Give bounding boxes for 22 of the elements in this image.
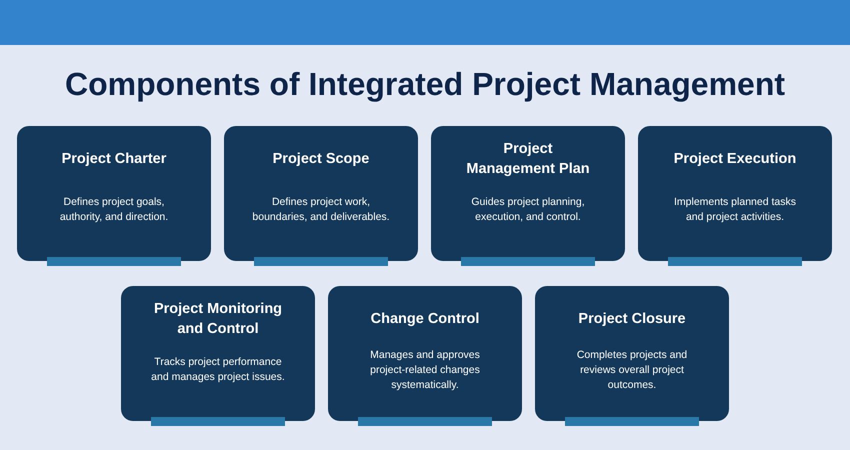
card-heading: Project Execution xyxy=(674,150,796,169)
component-card xyxy=(17,126,211,261)
card-description: Defines project work, boundaries, and deliverables. xyxy=(251,195,391,225)
card-description: Defines project goals, authority, and direction. xyxy=(58,195,170,225)
component-card xyxy=(431,126,625,261)
card-heading: Project Management Plan xyxy=(465,140,591,179)
card-heading: Project Scope xyxy=(272,150,370,169)
diagram-title: Components of Integrated Project Management xyxy=(64,65,786,104)
card-heading: Change Control xyxy=(370,310,480,329)
component-card xyxy=(328,286,522,421)
card-description: Manages and approves project-related changes systematically. xyxy=(369,348,481,392)
card-description: Implements planned tasks and project activities. xyxy=(673,195,797,225)
card-heading: Project Charter xyxy=(62,150,166,169)
card-heading: Project Closure xyxy=(578,310,686,329)
card-description: Completes projects and reviews overall project outcomes. xyxy=(576,348,688,392)
card-description: Tracks project performance and manages project issues. xyxy=(150,355,286,385)
card-heading: Project Monitoring and Control xyxy=(152,300,284,339)
component-card xyxy=(638,126,832,261)
component-card xyxy=(224,126,418,261)
component-card xyxy=(535,286,729,421)
component-card xyxy=(121,286,315,421)
card-description: Guides project planning, execution, and control. xyxy=(470,195,586,225)
